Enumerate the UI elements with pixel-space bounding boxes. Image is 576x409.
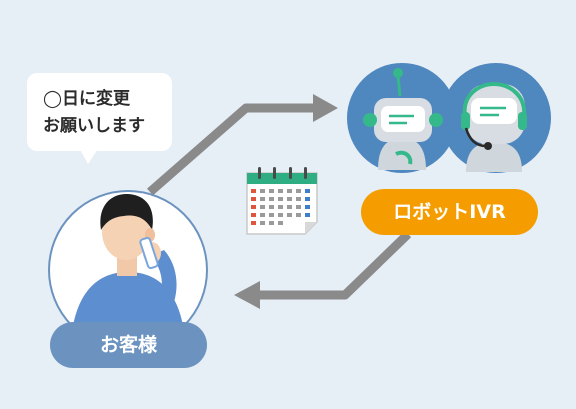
speech-line-2: お願いします (43, 116, 145, 136)
robot-illustration (347, 63, 551, 173)
speech-bubble (27, 73, 172, 151)
arrow-to-customer (234, 230, 412, 309)
speech-bubble-text: ◯日に変更 お願いします (43, 86, 173, 140)
robot-ivr-label: ロボットIVR (361, 189, 538, 235)
calendar-icon (246, 167, 318, 235)
robot-icon (363, 68, 443, 170)
speech-line-1: ◯日に変更 (43, 89, 131, 109)
arrow-to-robot (147, 94, 338, 196)
speech-bubble-tail (78, 146, 100, 164)
customer-label: お客様 (50, 322, 207, 368)
robot-icon (461, 81, 527, 172)
